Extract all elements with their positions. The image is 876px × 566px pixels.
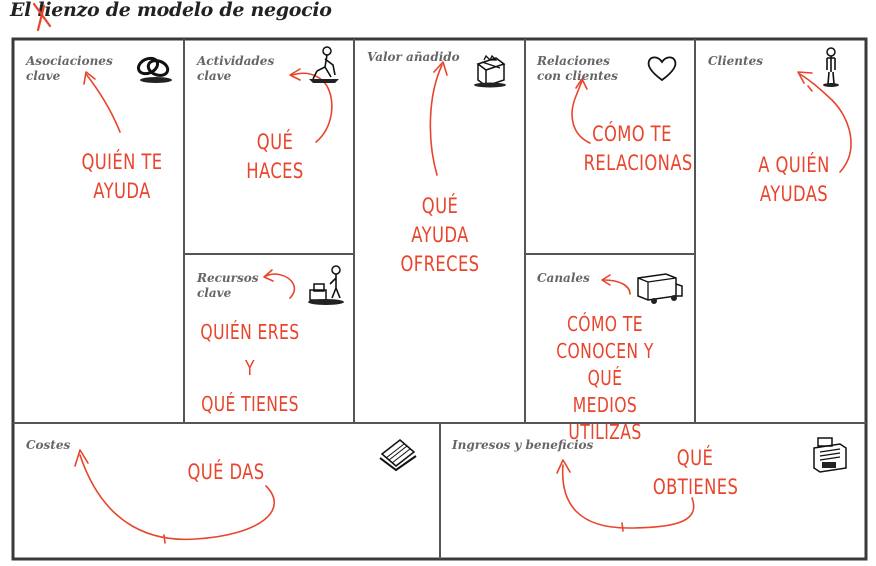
person-with-boxes-icon: [308, 265, 344, 305]
receipt-papers-icon: [379, 439, 417, 472]
arrow-costes: [79, 454, 275, 541]
note-actividades: QUÉ HACES: [246, 130, 304, 183]
note-recursos: QUIÉN ERES Y QUÉ TIENES: [200, 320, 300, 416]
page-title: El lienzo de modelo de negocio: [10, 0, 332, 21]
block-label-clientes: Clientes: [708, 54, 763, 68]
block-label-asociaciones: Asociaciones clave: [26, 54, 113, 83]
gift-box-icon: [474, 54, 506, 88]
block-label-canales: Canales: [537, 271, 590, 285]
note-relaciones: CÓMO TE RELACIONAS: [583, 122, 693, 175]
delivery-truck-icon: [637, 273, 683, 304]
block-label-actividades: Actividades clave: [197, 54, 275, 83]
block-label-valor: Valor añadido: [367, 50, 460, 64]
chain-link-icon: [136, 56, 172, 83]
block-label-recursos: Recursos clave: [197, 271, 259, 300]
arrow-recursos: [265, 273, 296, 299]
block-label-costes: Costes: [26, 438, 71, 452]
cash-register-icon: [813, 437, 847, 473]
block-label-relaciones: Relaciones con clientes: [537, 54, 618, 83]
standing-person-icon: [823, 47, 839, 87]
note-ingresos: QUÉ OBTIENES: [652, 446, 739, 499]
note-costes: QUÉ DAS: [187, 460, 265, 484]
arrow-asociaciones: [85, 73, 121, 133]
note-asociaciones: QUIÉN TE AYUDA: [81, 150, 163, 203]
note-valor: QUÉ AYUDA OFRECES: [400, 194, 480, 276]
arrow-clientes: [799, 73, 852, 173]
worker-icon: [309, 46, 339, 83]
arrow-relaciones: [571, 80, 591, 144]
heart-icon: [647, 56, 677, 82]
arrow-canales: [603, 279, 631, 295]
correction-mark: [32, 2, 52, 32]
note-clientes: A QUIÉN AYUDAS: [758, 153, 830, 206]
arrow-ingresos: [561, 464, 695, 529]
arrow-valor: [429, 64, 443, 176]
note-canales: CÓMO TE CONOCEN Y QUÉ MEDIOS UTILIZAS: [556, 312, 654, 444]
block-label-ingresos: Ingresos y beneficios: [452, 438, 594, 452]
